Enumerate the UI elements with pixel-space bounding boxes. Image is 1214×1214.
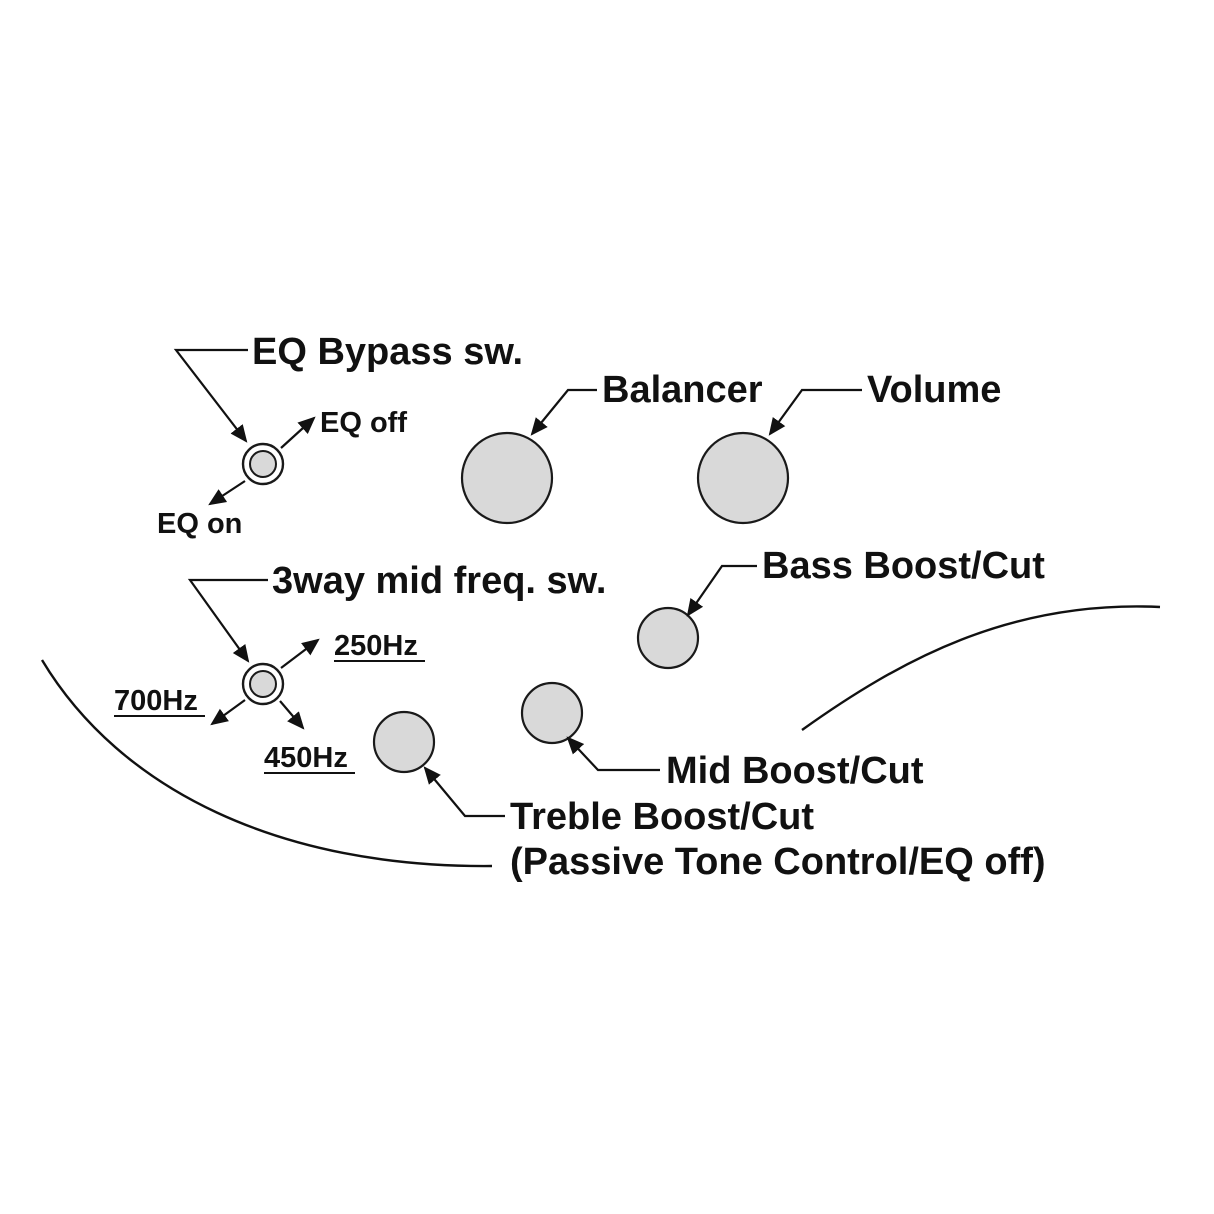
body-outline-lower [40, 659, 493, 868]
mid-freq-leader [187, 578, 268, 663]
mid-freq-switch[interactable] [241, 662, 285, 706]
volume-leader [768, 388, 862, 436]
freq-450-label: 450Hz [264, 742, 348, 774]
balancer-label: Balancer [602, 369, 763, 411]
balancer-knob[interactable] [460, 431, 554, 525]
mid-leader [566, 736, 660, 772]
mid-label: Mid Boost/Cut [666, 750, 924, 792]
eq-bypass-leader [173, 348, 248, 443]
eq-bypass-label: EQ Bypass sw. [252, 331, 523, 373]
eq-on-arrow [208, 480, 246, 506]
volume-knob[interactable] [696, 431, 790, 525]
treble-label-line2: (Passive Tone Control/EQ off) [510, 841, 1046, 883]
balancer-leader [530, 388, 597, 436]
freq-450-arrow [279, 700, 305, 730]
freq-250-label: 250Hz [334, 630, 418, 662]
freq-250-arrow [280, 638, 320, 669]
eq-bypass-switch[interactable] [241, 442, 285, 486]
eq-off-label: EQ off [320, 407, 407, 439]
body-outline-upper [801, 605, 1161, 731]
mid-knob[interactable] [520, 681, 584, 745]
bass-label: Bass Boost/Cut [762, 545, 1045, 587]
bass-leader [686, 564, 757, 617]
freq-700-label: 700Hz [114, 685, 198, 717]
freq-700-arrow [210, 699, 246, 726]
bass-knob[interactable] [636, 606, 700, 670]
eq-on-label: EQ on [157, 508, 242, 540]
treble-knob[interactable] [372, 710, 436, 774]
mid-freq-switch-label: 3way mid freq. sw. [272, 560, 606, 602]
eq-off-arrow [280, 416, 316, 449]
treble-leader [423, 766, 505, 818]
treble-label-line1: Treble Boost/Cut [510, 796, 814, 838]
volume-label: Volume [867, 369, 1001, 411]
